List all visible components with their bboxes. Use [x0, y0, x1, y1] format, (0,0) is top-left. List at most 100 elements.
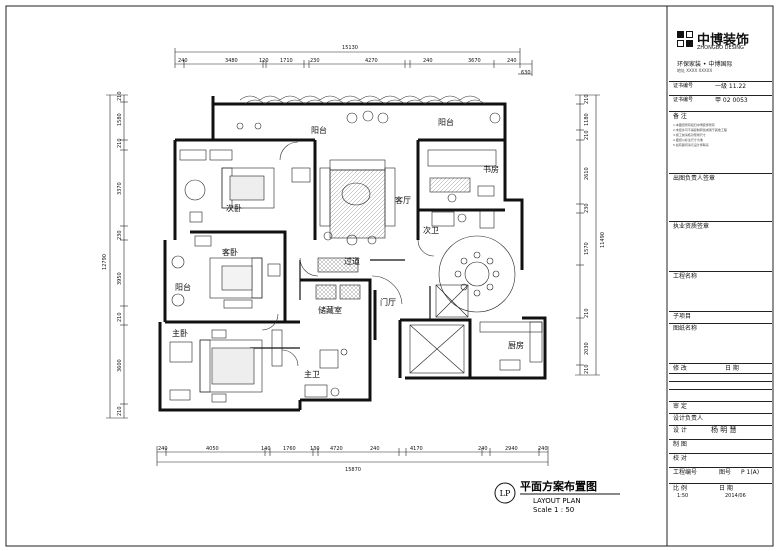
cert2-row: 证书编号甲 02 0053 — [669, 95, 772, 110]
left-dims: 12790 210 1580 210 3370 230 3950 210 360… — [102, 91, 123, 416]
svg-text:4050: 4050 — [206, 446, 219, 452]
svg-text:1760: 1760 — [283, 446, 296, 452]
project-row: 工程名称 — [669, 271, 772, 312]
svg-text:2030: 2030 — [584, 342, 590, 355]
svg-text:12790: 12790 — [102, 254, 108, 270]
right-dimension-chain — [575, 94, 600, 376]
drawing-name-row: 图纸名称 — [669, 323, 772, 364]
svg-text:240: 240 — [507, 58, 517, 64]
svg-text:4270: 4270 — [365, 58, 378, 64]
drawing-badge-circle — [494, 482, 516, 504]
svg-text:1570: 1570 — [584, 242, 590, 255]
svg-text:210: 210 — [117, 312, 123, 322]
svg-text:210: 210 — [584, 130, 590, 140]
room-guest-bedroom: 客卧 — [222, 247, 238, 257]
sheet-border — [5, 5, 774, 547]
room-master-bedroom: 主卧 — [172, 328, 188, 338]
room-master-bath: 主卫 — [304, 369, 320, 379]
right-dims: 11490 210 1180 210 2610 230 1570 210 203… — [584, 94, 606, 374]
room-balcony-top-right: 阳台 — [438, 117, 454, 127]
svg-text:1710: 1710 — [280, 58, 293, 64]
approve-row: 审 定 — [669, 401, 772, 414]
room-living: 客厅 — [395, 195, 411, 205]
svg-text:210: 210 — [584, 94, 590, 104]
drawing-title-group: LP 平面方案布置图 LAYOUT PLAN Scale 1 : 50 — [494, 479, 620, 514]
svg-text:130: 130 — [310, 446, 320, 452]
svg-text:3370: 3370 — [117, 182, 123, 195]
svg-text:230: 230 — [584, 203, 590, 213]
svg-text:240: 240 — [423, 58, 433, 64]
svg-text:210: 210 — [117, 91, 123, 101]
svg-text:3950: 3950 — [117, 272, 123, 285]
notes-row: 备 注 1.本图纸所有权归中博装饰所有 2.未经许可不得复制转载或用于其他工程 … — [669, 111, 772, 174]
room-balcony-top-left: 阳台 — [311, 125, 327, 135]
room-balcony-left: 阳台 — [175, 282, 191, 292]
project-no-row: 工程编号 图号 P 1(A) — [669, 467, 772, 482]
top-dimension-chain — [174, 48, 533, 76]
svg-text:240: 240 — [370, 446, 380, 452]
svg-text:3480: 3480 — [225, 58, 238, 64]
scale-row: 比 例 1:50 日 期 2014/06 — [669, 483, 772, 500]
designer-row: 设 计 杨 明 慧 — [669, 425, 772, 440]
svg-text:140: 140 — [261, 446, 271, 452]
svg-text:4170: 4170 — [410, 446, 423, 452]
company-contact: 地址 XXXX XXXXX — [677, 68, 713, 73]
room-foyer: 门厅 — [380, 297, 396, 307]
svg-text:1580: 1580 — [117, 113, 123, 126]
top-total-dim: 15130 — [342, 45, 358, 51]
bottom-dims: 240 4050 140 1760 130 4720 240 4170 240 … — [158, 446, 548, 452]
balcony-plants — [236, 95, 501, 130]
revision-row: 修 改 日 期 — [669, 363, 772, 374]
svg-text:210: 210 — [117, 138, 123, 148]
svg-text:240: 240 — [178, 58, 188, 64]
bottom-total-dim: 15870 — [345, 467, 361, 473]
company-name-en: ZHONGBO DESING — [697, 45, 744, 51]
check-row: 校 对 — [669, 453, 772, 468]
svg-text:210: 210 — [584, 364, 590, 374]
company-slogan: 环保家装 • 中博国际 — [677, 61, 733, 68]
thin-walls — [250, 259, 431, 349]
room-storage: 储藏室 — [318, 305, 342, 315]
svg-text:2940: 2940 — [505, 446, 518, 452]
svg-text:240: 240 — [158, 446, 168, 452]
svg-text:3670: 3670 — [468, 58, 481, 64]
svg-text:3600: 3600 — [117, 359, 123, 372]
bottom-dimension-chain — [156, 446, 549, 466]
svg-text:2610: 2610 — [584, 167, 590, 180]
room-second-bedroom: 次卧 — [226, 203, 242, 213]
design-lead-row: 设计负责人 — [669, 413, 772, 426]
top-dims: 240 3480 120 1710 230 4270 240 3670 240 … — [178, 58, 531, 76]
room-second-bath: 次卫 — [423, 225, 439, 235]
drawing-title: 平面方案布置图 — [520, 479, 597, 493]
svg-text:230: 230 — [310, 58, 320, 64]
company-name-cn: 中博装饰 — [697, 33, 750, 48]
room-kitchen: 厨房 — [508, 340, 524, 350]
svg-text:230: 230 — [117, 230, 123, 240]
draw-row: 制 图 — [669, 439, 772, 454]
room-study: 书房 — [483, 164, 499, 174]
furniture — [169, 149, 543, 403]
company-logo — [677, 31, 693, 47]
svg-text:4720: 4720 — [330, 446, 343, 452]
subproject-row: 子项目 — [669, 311, 772, 324]
drawing-badge: LP — [500, 489, 511, 498]
cert-row: 证书编号一级 11.22 — [669, 81, 772, 96]
svg-text:630: 630 — [521, 70, 531, 76]
exec-unit-row: 执业资质签章 — [669, 221, 772, 272]
svg-text:240: 240 — [478, 446, 488, 452]
drawing-scale: Scale 1 : 50 — [533, 506, 574, 514]
title-block: 中博装饰 ZHONGBO DESING 环保家装 • 中博国际 地址 XXXX … — [669, 21, 772, 545]
svg-text:1180: 1180 — [584, 113, 590, 126]
svg-text:120: 120 — [259, 58, 269, 64]
walls — [158, 96, 547, 412]
door-swings — [261, 141, 435, 367]
svg-text:210: 210 — [584, 308, 590, 318]
svg-text:11490: 11490 — [600, 232, 606, 248]
svg-text:240: 240 — [538, 446, 548, 452]
designer-unit-row: 出图负责人签章 — [669, 173, 772, 222]
room-corridor: 过道 — [344, 256, 360, 266]
svg-text:210: 210 — [117, 406, 123, 416]
drawing-subtitle: LAYOUT PLAN — [533, 497, 581, 505]
left-dimension-chain — [106, 94, 128, 419]
